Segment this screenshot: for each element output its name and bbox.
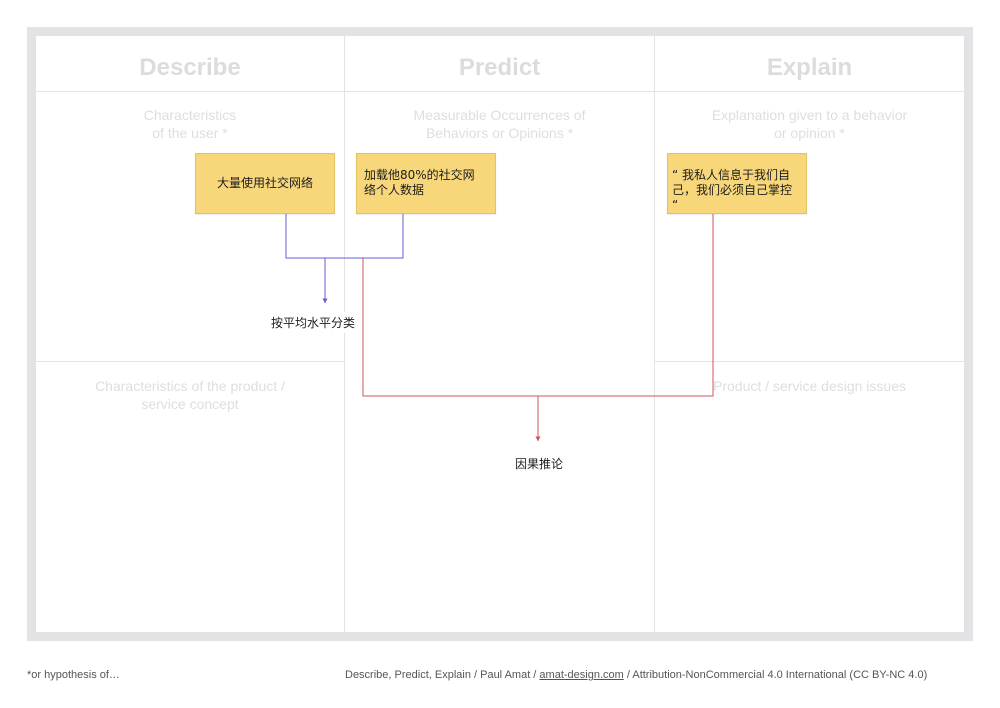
column-title-predict: Predict bbox=[458, 54, 541, 81]
canvas: Describe Predict Explain Characteristics… bbox=[36, 36, 964, 632]
credit-prefix: Describe, Predict, Explain / Paul Amat / bbox=[345, 669, 540, 681]
row-divider-explain bbox=[654, 361, 964, 362]
note-text: 大量使用社交网络 bbox=[216, 176, 313, 190]
note-text: “ 我私人信息于我们自己，我们必须自己掌控 “ bbox=[672, 168, 793, 212]
footnote: *or hypothesis of… bbox=[27, 669, 120, 681]
cell-label-explanation: Explanation given to a behavior or opini… bbox=[711, 107, 908, 141]
credit-suffix: / Attribution-NonCommercial 4.0 Internat… bbox=[623, 669, 928, 681]
column-title-explain: Explain bbox=[766, 54, 853, 81]
causal-connector bbox=[362, 213, 714, 441]
note-heavy-social-use[interactable]: 大量使用社交网络 bbox=[195, 153, 335, 214]
credit-link[interactable]: amat-design.com bbox=[539, 669, 624, 681]
header-divider bbox=[36, 91, 964, 92]
column-divider bbox=[344, 36, 345, 632]
cell-label-user-characteristics: Characteristics of the user * bbox=[143, 107, 237, 141]
cell-label-product-characteristics: Characteristics of the product / service… bbox=[95, 378, 285, 412]
note-load-social-data[interactable]: 加载他80%的社交网络个人数据 bbox=[356, 153, 496, 214]
column-title-describe: Describe bbox=[139, 54, 241, 81]
edge-label-causal-inference: 因果推论 bbox=[512, 453, 567, 474]
row-divider-describe bbox=[36, 361, 344, 362]
cell-label-design-issues: Product / service design issues bbox=[713, 378, 906, 394]
note-personal-info-control[interactable]: “ 我私人信息于我们自己，我们必须自己掌控 “ bbox=[667, 153, 807, 214]
classification-connector bbox=[285, 213, 404, 303]
edge-label-classification: 按平均水平分类 bbox=[268, 312, 359, 333]
credit-line: Describe, Predict, Explain / Paul Amat /… bbox=[345, 669, 927, 681]
cell-label-measurable-occurrences: Measurable Occurrences of Behaviors or O… bbox=[413, 107, 586, 141]
canvas-frame: Describe Predict Explain Characteristics… bbox=[27, 27, 973, 641]
column-divider bbox=[654, 36, 655, 632]
note-text: 加载他80%的社交网络个人数据 bbox=[364, 168, 475, 197]
